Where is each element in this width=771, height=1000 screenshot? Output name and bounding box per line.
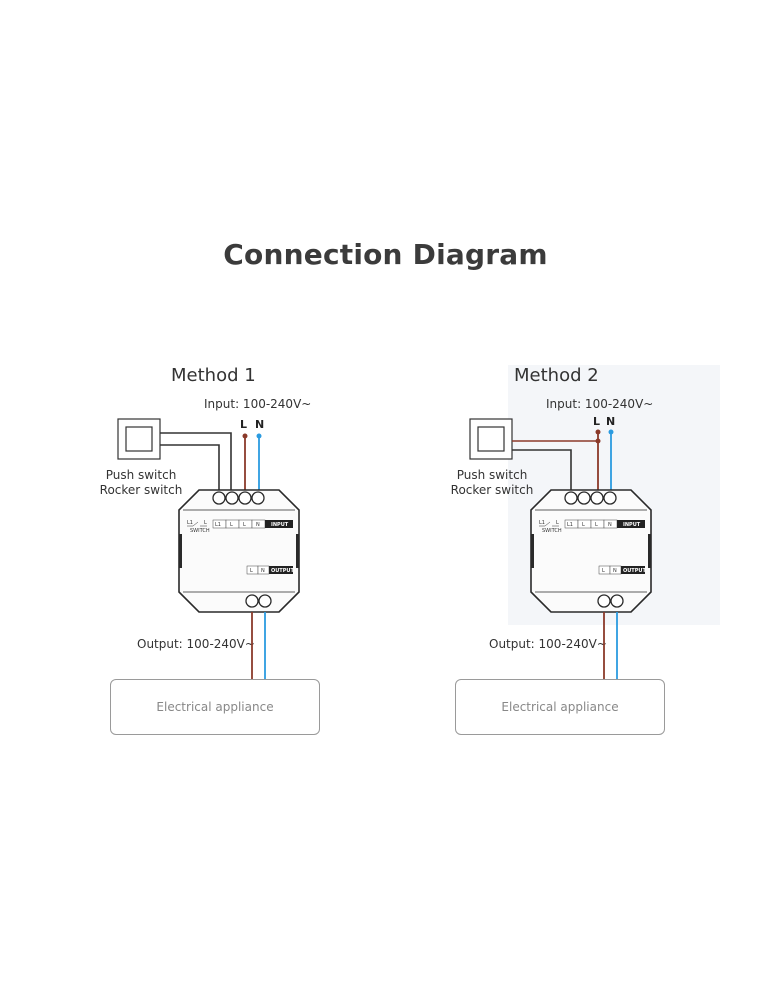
method-1-input-terminal-1: L1 [215,522,221,528]
page-title: Connection Diagram [223,238,548,271]
method-2-appliance-label: Electrical appliance [501,700,619,714]
method-2-rocker-switch-label: Rocker switch [450,483,534,497]
method-1-terminal-n-label: N [255,418,265,431]
method-2-output-terminal-1: L [602,568,605,574]
method-1-output-label: Output: 100-240V~ [137,637,255,651]
method-1-terminal-l-label: L [240,418,248,431]
method-1-input-label: Input: 100-240V~ [204,397,312,411]
method-2-output-tag: OUTPUT [623,568,646,574]
method-2-input-terminal-3: L [595,522,598,528]
method-2-terminal-n-label: N [606,415,616,428]
method-1-symbol-caption: SWITCH [190,528,210,534]
method-2-push-switch-label: Push switch [456,468,528,482]
method-1-symbol-left: L1 [187,520,193,526]
method-2-input-terminal-4: N [608,522,612,528]
method-2-symbol-left: L1 [539,520,545,526]
method-1-module: L1 L SWITCH L1 L L N INPUT L N OUTPUT [178,489,300,613]
method-2-title: Method 2 [514,365,599,386]
method-2-output-terminal-2: N [613,568,617,574]
method-2-input-label: Input: 100-240V~ [546,397,654,411]
method-2-input-terminal-2: L [582,522,585,528]
method-2-symbol-caption: SWITCH [542,528,562,534]
method-2-switch-label: Push switch Rocker switch [447,468,537,498]
method-1-input-terminal-4: N [256,522,260,528]
method-1-input-terminal-2: L [230,522,233,528]
method-1-appliance-label: Electrical appliance [156,700,274,714]
method-2-symbol-right: L [556,520,559,526]
method-1-output-terminal-2: N [261,568,265,574]
method-2-input-tag: INPUT [623,522,641,528]
method-1-input-tag: INPUT [271,522,289,528]
method-2-appliance: Electrical appliance [455,679,665,735]
method-1-input-terminal-3: L [243,522,246,528]
method-1-switch-rocker [125,426,153,452]
method-1-symbol-right: L [204,520,207,526]
method-1-appliance: Electrical appliance [110,679,320,735]
method-1-push-switch-label: Push switch [105,468,177,482]
method-1-rocker-switch-label: Rocker switch [99,483,183,497]
method-1-output-tag: OUTPUT [271,568,294,574]
method-2-terminal-l-label: L [593,415,601,428]
method-2-input-terminal-1: L1 [567,522,573,528]
method-2-switch-rocker [477,426,505,452]
method-2-switch-wire-l [512,449,572,490]
method-1-output-terminal-1: L [250,568,253,574]
method-2-output-label: Output: 100-240V~ [489,637,607,651]
method-1-switch-wire-l1 [160,432,232,490]
method-2-module: L1 L SWITCH L1 L L N INPUT L N OUTPUT [530,489,652,613]
method-1-title: Method 1 [171,365,256,386]
method-1-switch-wire-l [160,444,220,490]
method-1-switch-label: Push switch Rocker switch [96,468,186,498]
